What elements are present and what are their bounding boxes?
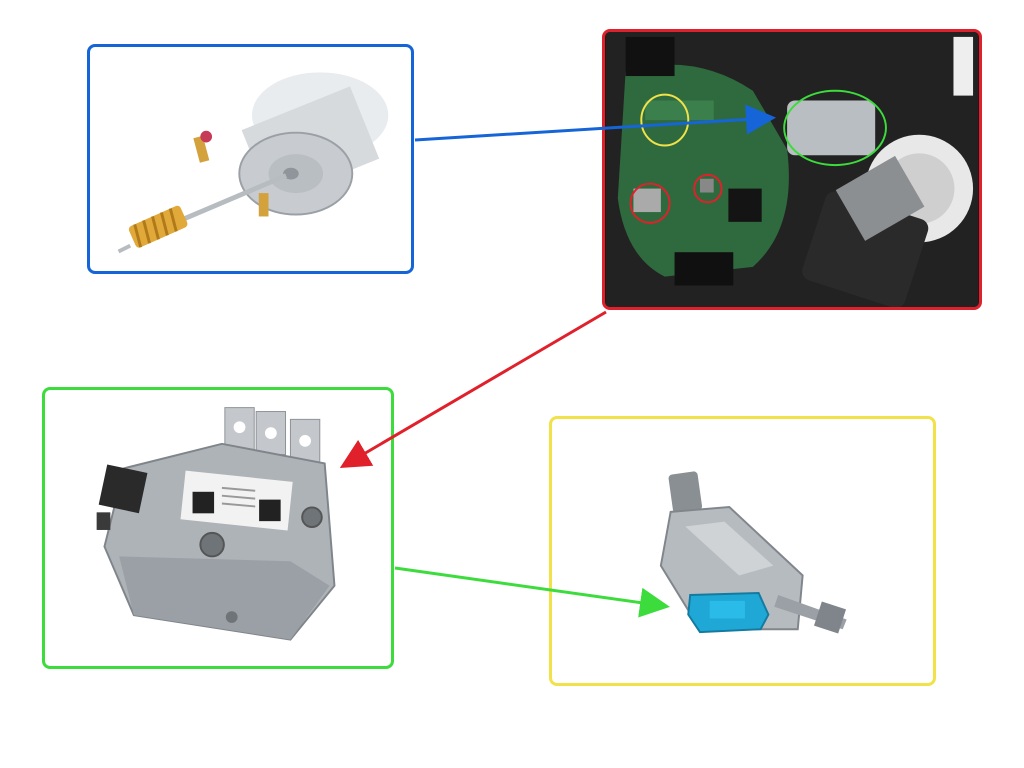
pcb-photo-panel (602, 29, 982, 310)
lock-module-image (96, 407, 336, 641)
steering-column-image (659, 471, 847, 634)
column-photo-panel (549, 416, 936, 686)
dc-motor-image (117, 72, 389, 254)
pcb-assembly-image (606, 32, 978, 307)
motor-photo-panel (87, 44, 414, 274)
module-photo-panel (42, 387, 394, 669)
